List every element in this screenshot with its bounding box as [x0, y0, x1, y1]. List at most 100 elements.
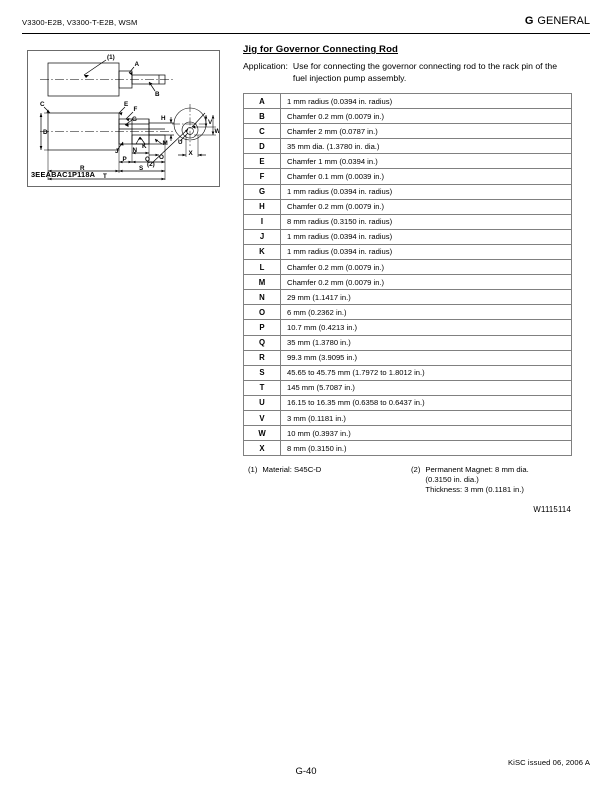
svg-text:P: P — [123, 156, 127, 163]
jig-drawing-svg: (1) A B C D E F G H J K M N O P Q R S T … — [39, 54, 220, 181]
technical-drawing-figure: (1) A B C D E F G H J K M N O P Q R S T … — [27, 50, 220, 187]
spec-key: K — [243, 243, 281, 261]
svg-text:J: J — [115, 148, 119, 155]
spec-value: Chamfer 1 mm (0.0394 in.) — [280, 153, 572, 170]
spec-value: 99.3 mm (3.9095 in.) — [280, 349, 572, 366]
svg-text:W: W — [215, 128, 220, 135]
spec-key: C — [243, 123, 281, 140]
spec-key: B — [243, 108, 281, 125]
spec-value: Chamfer 0.2 mm (0.0079 in.) — [280, 198, 572, 215]
spec-value: Chamfer 2 mm (0.0787 in.) — [280, 123, 572, 140]
spec-key: A — [243, 92, 281, 110]
spec-key: O — [243, 304, 281, 321]
spec-value: 10 mm (0.3937 in.) — [280, 425, 572, 442]
spec-key: J — [243, 228, 281, 245]
svg-text:E: E — [124, 101, 128, 108]
svg-text:U: U — [178, 139, 183, 146]
figure-code: 3EEABAC1P118A — [31, 170, 96, 179]
spec-value: 8 mm (0.3150 in.) — [280, 440, 572, 457]
spec-key: Q — [243, 334, 281, 351]
svg-text:O: O — [159, 154, 164, 161]
spec-value: Chamfer 0.2 mm (0.0079 in.) — [280, 108, 572, 125]
application-label: Application: — [243, 61, 288, 71]
application-block: Application: Use for connecting the gove… — [243, 61, 572, 84]
spec-key: F — [243, 168, 281, 185]
spec-value: 145 mm (5.7087 in.) — [280, 379, 572, 396]
spec-key: P — [243, 319, 281, 336]
spec-key: D — [243, 138, 281, 155]
svg-text:R: R — [80, 165, 85, 172]
spec-value: Chamfer 0.2 mm (0.0079 in.) — [280, 274, 572, 291]
spec-key: H — [243, 198, 281, 215]
note-text: Material: S45C-D — [262, 465, 322, 475]
note-number: (1) — [248, 465, 258, 475]
jig-title: Jig for Governor Connecting Rod — [243, 44, 399, 55]
spec-value: 1 mm radius (0.0394 in. radius) — [280, 92, 572, 110]
spec-key: X — [243, 440, 281, 457]
spec-value: Chamfer 0.2 mm (0.0079 in.) — [280, 259, 572, 276]
note-item: (2) Permanent Magnet: 8 mm dia. (0.3150 … — [411, 465, 529, 495]
svg-text:H: H — [161, 115, 166, 122]
spec-value: 6 mm (0.2362 in.) — [280, 304, 572, 321]
section-name: GENERAL — [537, 15, 590, 27]
svg-text:D: D — [43, 129, 48, 136]
spec-key: W — [243, 425, 281, 442]
svg-text:Q: Q — [145, 156, 150, 163]
spec-key: I — [243, 213, 281, 230]
svg-text:K: K — [142, 143, 147, 150]
spec-value: 29 mm (1.1417 in.) — [280, 289, 572, 306]
spec-key: L — [243, 259, 281, 276]
svg-text:(2): (2) — [147, 161, 155, 168]
spec-value: 16.15 to 16.35 mm (0.6358 to 0.6437 in.) — [280, 394, 572, 411]
spec-key: E — [243, 153, 281, 170]
issued-notice: KiSC issued 06, 2006 A — [508, 758, 590, 767]
spec-key: N — [243, 289, 281, 306]
jig-spec-section: Jig for Governor Connecting Rod Applicat… — [243, 44, 572, 514]
spec-key: T — [243, 379, 281, 396]
note-item: (1) Material: S45C-D — [248, 465, 321, 475]
spec-value: 1 mm radius (0.0394 in. radius) — [280, 243, 572, 261]
spec-value: 3 mm (0.1181 in.) — [280, 409, 572, 427]
spec-key: R — [243, 349, 281, 366]
svg-text:T: T — [103, 173, 107, 180]
svg-text:C: C — [40, 101, 45, 108]
spec-value: Chamfer 0.1 mm (0.0039 in.) — [280, 168, 572, 185]
application-text: Use for connecting the governor connecti… — [292, 61, 558, 83]
spec-key: G — [243, 183, 281, 200]
notes-block: (1) Material: S45C-D (2) Permanent Magne… — [243, 465, 572, 514]
spec-value: 8 mm radius (0.3150 in. radius) — [280, 213, 572, 230]
spec-value: 1 mm radius (0.0394 in. radius) — [280, 228, 572, 245]
note-text: Permanent Magnet: 8 mm dia. (0.3150 in. … — [425, 465, 529, 495]
svg-text:N: N — [133, 147, 138, 154]
spec-key: U — [243, 394, 281, 411]
svg-text:F: F — [134, 106, 138, 113]
spec-value: 45.65 to 45.75 mm (1.7972 to 1.8012 in.) — [280, 364, 572, 381]
spec-value: 1 mm radius (0.0394 in. radius) — [280, 183, 572, 200]
document-code: W1115114 — [533, 505, 571, 515]
spec-key: S — [243, 364, 281, 381]
svg-text:V: V — [208, 119, 213, 126]
header-divider — [22, 33, 590, 35]
svg-text:G: G — [132, 116, 137, 123]
svg-text:X: X — [189, 150, 194, 157]
